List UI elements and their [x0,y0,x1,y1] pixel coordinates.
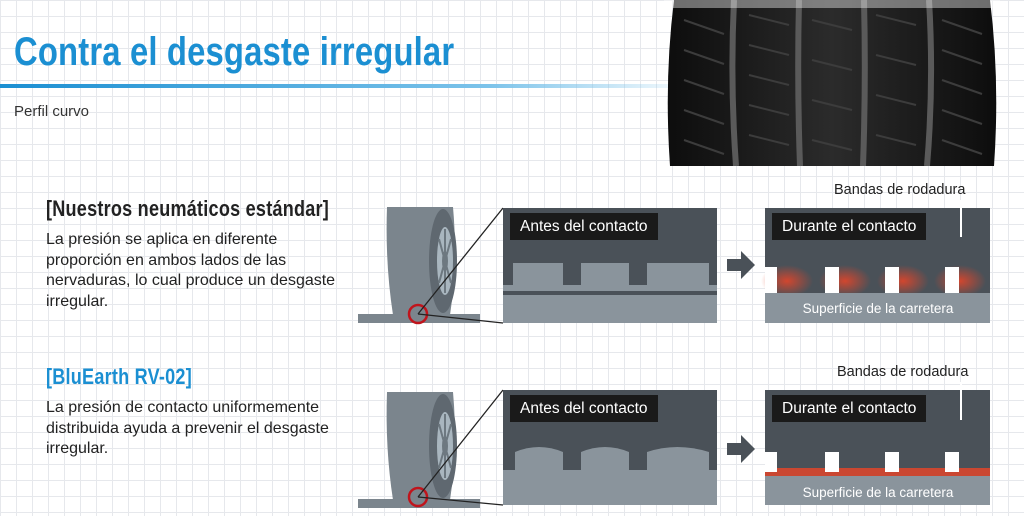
road-surface-label: Superficie de la carretera [766,485,990,500]
tire-tread-photo [664,0,1000,166]
during-contact-label: Durante el contacto [772,395,926,422]
before-contact-label: Antes del contacto [510,213,658,240]
page-subtitle: Perfil curvo [14,103,89,120]
bluearth-heading: [BluEarth RV-02] [46,364,192,390]
title-underline [0,84,700,88]
tread-bands-label: Bandas de rodadura [837,364,968,380]
before-contact-label: Antes del contacto [510,395,658,422]
transition-arrow [727,251,755,279]
bluearth-description: La presión de contacto uniformemente dis… [46,398,346,460]
standard-tire-description: La presión se aplica en diferente propor… [46,230,346,312]
standard-tire-heading: [Nuestros neumáticos estándar] [46,196,329,222]
transition-arrow [727,435,755,463]
page-title: Contra el desgaste irregular [14,30,454,75]
road-surface-label: Superficie de la carretera [766,301,990,316]
tire-side-icon [387,392,457,500]
during-contact-label: Durante el contacto [772,213,926,240]
tread-bands-label: Bandas de rodadura [834,182,965,198]
tire-side-icon [387,207,457,315]
